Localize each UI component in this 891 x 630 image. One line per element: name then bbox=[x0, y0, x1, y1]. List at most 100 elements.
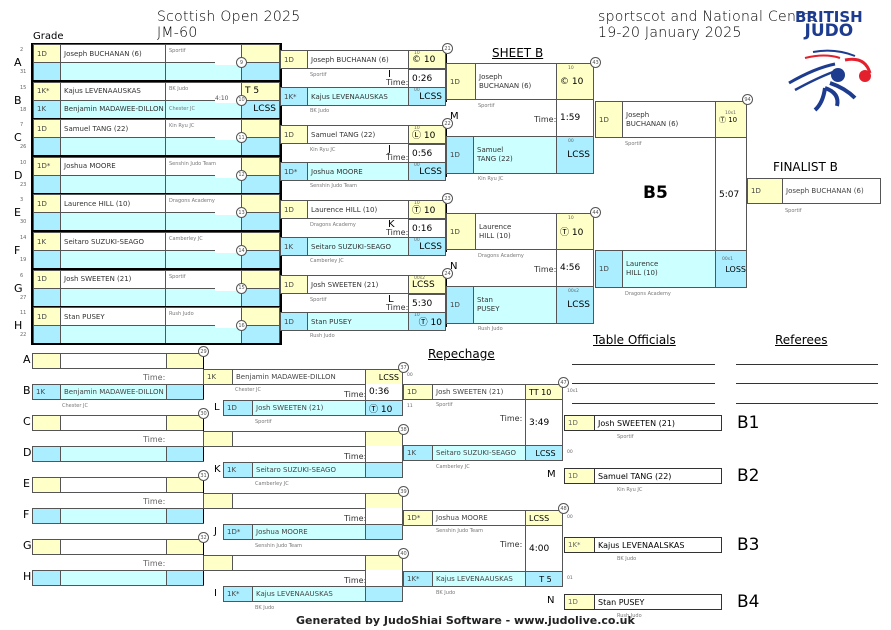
competitor-name[interactable] bbox=[60, 477, 167, 493]
score-cell-top bbox=[241, 269, 280, 289]
match-number: 31 bbox=[198, 470, 209, 481]
competitor-name[interactable]: Stan PUSEY bbox=[60, 307, 166, 327]
club-label: Camberley JC bbox=[436, 464, 470, 470]
result-name[interactable]: Stan PUSEY bbox=[594, 594, 722, 610]
result-name[interactable]: Kajus LEVENAALSKAS bbox=[594, 537, 722, 553]
club-label: BK Judo bbox=[617, 556, 637, 562]
competitor-name[interactable] bbox=[60, 446, 167, 462]
score-code: 10 bbox=[414, 126, 420, 131]
score-cell bbox=[166, 539, 204, 555]
grade-cell: 1D bbox=[564, 468, 595, 484]
competitor-name[interactable]: Benjamin MADAWEE-DILLON bbox=[60, 384, 167, 400]
last-name: BUCHANAN (6) bbox=[626, 119, 679, 128]
score-code: 10 bbox=[568, 66, 574, 71]
group-letter: F bbox=[14, 244, 21, 257]
competitor-name[interactable] bbox=[60, 570, 167, 586]
time-label: Time: bbox=[143, 435, 166, 444]
competitor-name[interactable] bbox=[60, 353, 167, 369]
competitor-name[interactable]: Joseph BUCHANAN (6) bbox=[60, 44, 166, 63]
competitor-name[interactable]: Kajus LEVENAAUSKAS bbox=[307, 87, 409, 106]
group-letter: C bbox=[23, 415, 31, 428]
match-number: 9 bbox=[236, 57, 247, 68]
result-name[interactable]: Josh SWEETEN (21) bbox=[594, 415, 722, 431]
competitor-name[interactable] bbox=[60, 62, 166, 81]
competitor-name[interactable]: Joseph BUCHANAN (6) bbox=[307, 50, 409, 69]
competitor-name[interactable] bbox=[60, 539, 167, 555]
match-time: 4:10 bbox=[215, 94, 239, 103]
club-label: Camberley JC bbox=[255, 481, 289, 487]
grade-cell bbox=[32, 570, 61, 586]
grade-cell: 1K* bbox=[564, 537, 595, 553]
separator bbox=[31, 230, 282, 233]
competitor-name[interactable]: Samuel TANG (22) bbox=[307, 125, 409, 144]
grade-cell: 1D bbox=[280, 200, 308, 219]
grade-cell: 1D bbox=[33, 307, 61, 327]
competitor-name[interactable]: Kajus LEVENAAUSKAS bbox=[252, 586, 366, 602]
result-name[interactable]: Samuel TANG (22) bbox=[594, 468, 722, 484]
winner-name[interactable]: Joseph BUCHANAN (6) bbox=[782, 178, 881, 204]
competitor-name[interactable] bbox=[232, 555, 366, 571]
score-cell bbox=[166, 508, 204, 524]
grade-cell: 1D bbox=[446, 63, 476, 100]
match-time bbox=[365, 508, 403, 524]
grade-cell: 1K bbox=[203, 369, 233, 385]
grade-cell: 1D* bbox=[403, 510, 433, 526]
seed-top: 10 bbox=[20, 159, 27, 166]
judoka-logo-icon bbox=[788, 49, 872, 112]
competitor-name[interactable] bbox=[60, 174, 166, 194]
competitor-name[interactable]: Benjamin MADAWEE-DILLON bbox=[232, 369, 366, 385]
competitor-name[interactable]: Joshua MOORE bbox=[307, 162, 409, 181]
competitor-name[interactable]: Joshua MOORE bbox=[60, 156, 166, 176]
competitor-name[interactable]: Josh SWEETEN (21) bbox=[60, 269, 166, 289]
grade-cell bbox=[203, 555, 233, 571]
competitor-name[interactable]: Samuel TANG (22) bbox=[60, 119, 166, 139]
competitor-name[interactable] bbox=[232, 431, 366, 447]
grade-cell: 1K bbox=[223, 462, 253, 478]
match-time: 5:07 bbox=[715, 137, 747, 251]
score-cell-top bbox=[241, 156, 280, 176]
seed-bottom: 23 bbox=[20, 181, 27, 188]
score-bottom bbox=[365, 524, 403, 540]
referee-line-3 bbox=[736, 403, 878, 404]
grade-cell: 1D bbox=[564, 594, 595, 610]
competitor-name[interactable]: Joshua MOORE bbox=[252, 524, 366, 540]
grade-cell bbox=[32, 477, 61, 493]
competitor-name[interactable]: Laurence HILL (10) bbox=[307, 200, 409, 219]
competitor-name[interactable]: Josh SWEETEN (21) bbox=[432, 384, 526, 400]
last-name: BUCHANAN (6) bbox=[479, 81, 532, 90]
competitor-name[interactable] bbox=[60, 415, 167, 431]
seed-top: 2 bbox=[20, 47, 24, 53]
competitor-name[interactable]: Seitaro SUZUKI-SEAGO bbox=[60, 232, 166, 251]
competitor-name[interactable]: Laurence HILL (10) bbox=[60, 194, 166, 214]
grade-cell: 1D bbox=[446, 136, 474, 174]
competitor-name[interactable] bbox=[60, 250, 166, 269]
club-label: Rush Judo bbox=[478, 326, 503, 332]
competitor-name[interactable]: Seitaro SUZUKI-SEAGO bbox=[307, 237, 409, 256]
competitor-name[interactable]: Josh SWEETEN (21) bbox=[307, 275, 409, 294]
competitor-name[interactable]: Joshua MOORE bbox=[432, 510, 526, 526]
competitor-name[interactable] bbox=[232, 493, 366, 509]
competitor-name[interactable]: Kajus LEVENAAUSKAS bbox=[60, 81, 166, 101]
competitor-name[interactable]: Stan PUSEY bbox=[307, 312, 409, 331]
competitor-name[interactable] bbox=[60, 212, 166, 232]
club-label: Rush Judo bbox=[617, 613, 642, 619]
score-cell-bottom bbox=[241, 250, 280, 269]
competitor-name[interactable]: Benjamin MADAWEE-DILLON bbox=[60, 99, 166, 119]
score-top: © 10 bbox=[408, 50, 446, 69]
competitor-name[interactable] bbox=[60, 137, 166, 157]
competitor-name[interactable]: Seitaro SUZUKI-SEAGO bbox=[432, 445, 526, 461]
separator bbox=[31, 192, 282, 195]
grade-cell bbox=[33, 325, 61, 345]
competitor-name[interactable] bbox=[60, 325, 166, 345]
competitor-name[interactable]: Seitaro SUZUKI-SEAGO bbox=[252, 462, 366, 478]
competitor-name[interactable]: Josh SWEETEN (21) bbox=[252, 400, 366, 416]
competitor-name[interactable] bbox=[60, 508, 167, 524]
competitor-name[interactable]: Kajus LEVENAAUSKAS bbox=[432, 571, 526, 587]
competitor-name[interactable] bbox=[60, 287, 166, 307]
